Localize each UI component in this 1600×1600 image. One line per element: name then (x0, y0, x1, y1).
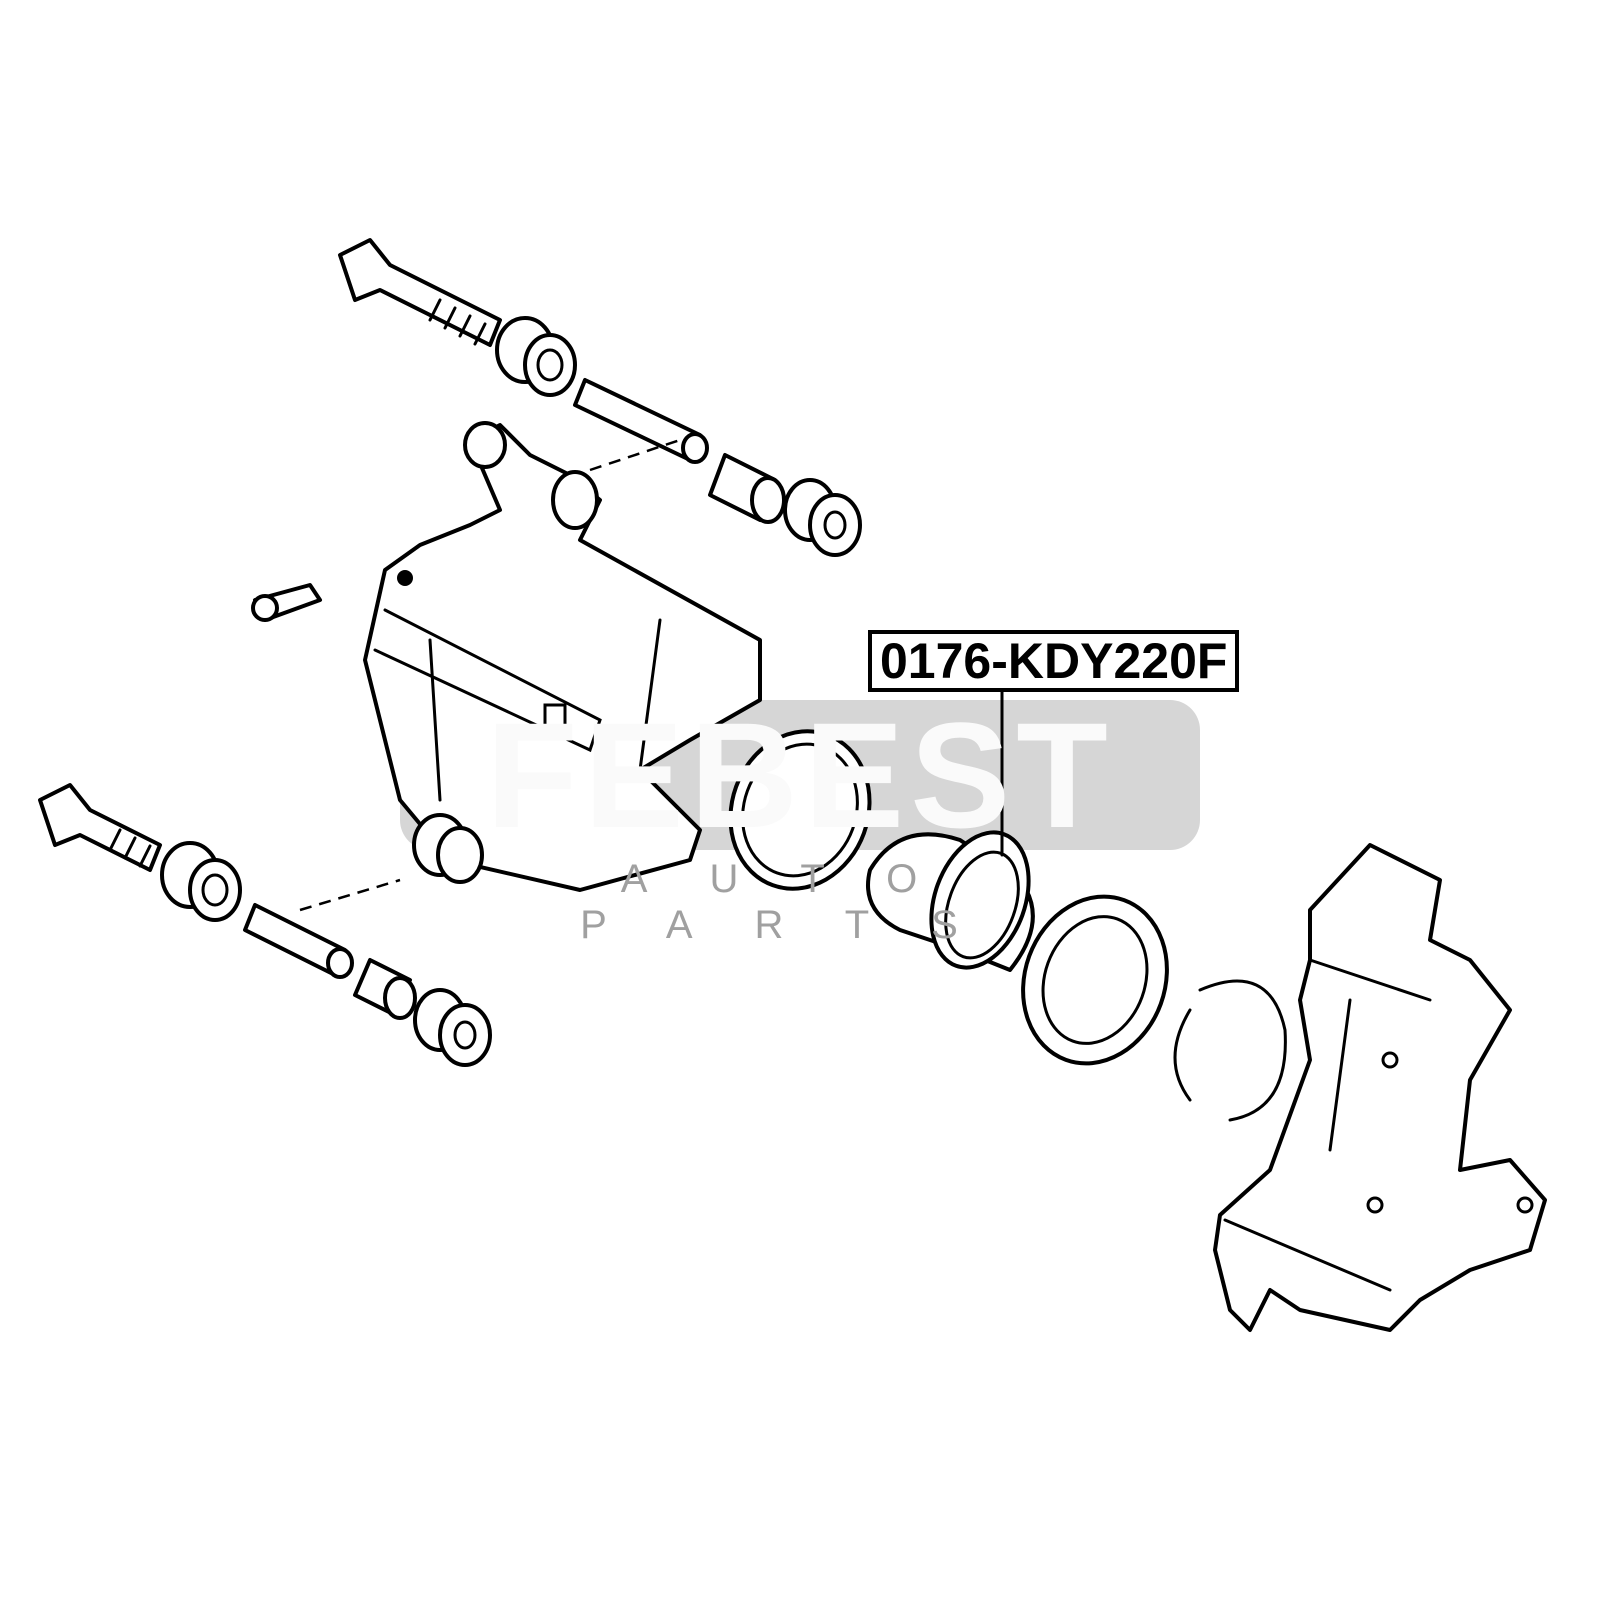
lower-bushing (160, 841, 242, 922)
upper-bushing (495, 316, 577, 397)
watermark-tagline: AUTO PARTS (580, 857, 1020, 947)
piston-seal-boot (728, 729, 872, 891)
watermark-logo: FEBEST (486, 691, 1114, 859)
upper-boot (708, 453, 786, 524)
caliper-bracket (1213, 843, 1547, 1332)
piston (866, 830, 1035, 972)
lower-cap (413, 988, 492, 1067)
upper-bolt (338, 238, 502, 347)
upper-guide-pin (573, 378, 709, 464)
lower-bolt (38, 783, 162, 872)
part-number-label: 0176-KDY220F (868, 630, 1240, 692)
caliper-body (363, 421, 762, 892)
lower-guide-pin (243, 903, 354, 979)
bleeder-screw (251, 583, 322, 622)
retaining-ring (1173, 979, 1287, 1122)
upper-cap (783, 478, 862, 557)
piston-seal (1021, 894, 1169, 1066)
lower-boot (353, 958, 417, 1020)
